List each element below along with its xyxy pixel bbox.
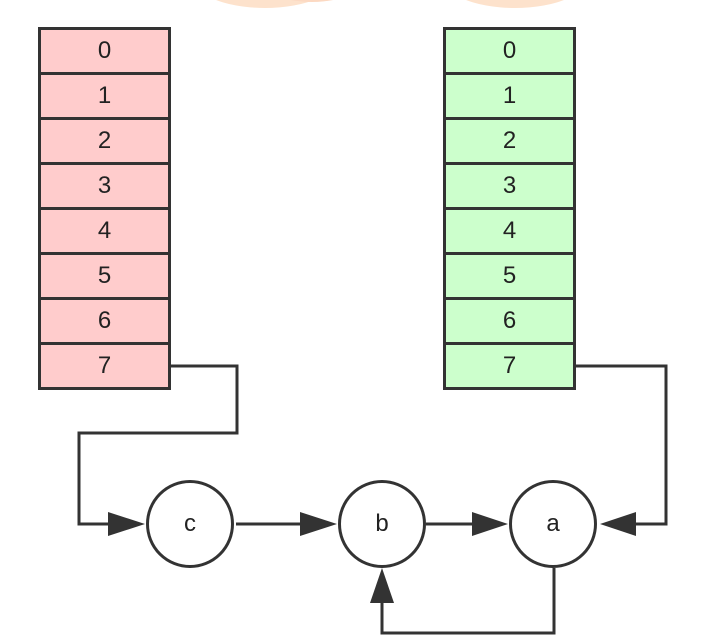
arrowhead-into-a-right [600,512,636,536]
decor-blob [252,0,372,2]
left-array-cell: 7 [38,342,171,390]
node-c: c [146,480,234,568]
arrowhead-into-b-bottom [370,568,394,603]
node-a: a [509,480,597,568]
right-array-cell: 3 [443,162,576,210]
edge-right7-to-a [576,364,668,526]
edge-a-to-b [380,568,556,635]
right-array-cell: 7 [443,342,576,390]
left-array-cell: 0 [38,27,171,75]
left-array-cell: 2 [38,117,171,165]
decor-blob [190,0,340,8]
node-b: b [338,480,426,568]
arrowhead-into-b [300,512,337,536]
arrowhead-into-c [108,512,145,536]
right-array-cell: 1 [443,72,576,120]
left-array-cell: 1 [38,72,171,120]
edge-left7-to-c [77,364,239,526]
arrowhead-into-a-left [472,512,508,536]
right-array-cell: 0 [443,27,576,75]
decor-blob [440,0,590,8]
